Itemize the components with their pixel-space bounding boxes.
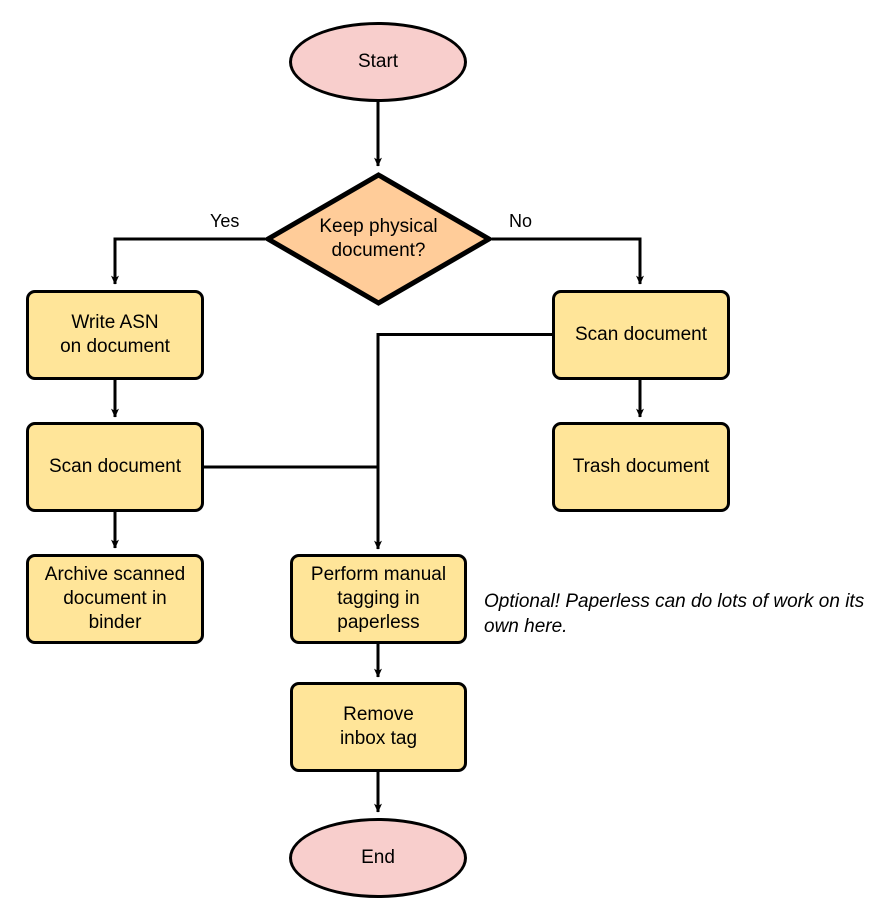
- node-keep-physical-document-label: Keep physical document?: [319, 215, 438, 261]
- node-archive-scanned-document-label: Archive scanned document in binder: [44, 563, 186, 634]
- node-start-label: Start: [357, 50, 399, 72]
- node-archive-scanned-document[interactable]: Archive scanned document in binder: [26, 554, 204, 644]
- node-scan-document-right[interactable]: Scan document: [552, 290, 730, 380]
- node-remove-inbox-tag-label: Remove inbox tag: [339, 703, 418, 749]
- edge-label-no: No: [509, 211, 533, 231]
- edge-decision-yes-to-write-asn: [111, 237, 265, 285]
- node-perform-manual-tagging-label: Perform manual tagging in paperless: [310, 563, 447, 634]
- edge-decision-no-to-scan-right: [492, 237, 644, 285]
- node-write-asn-on-document-label: Write ASN on document: [60, 311, 170, 357]
- edge-label-yes: Yes: [210, 211, 240, 231]
- diamond-shape: [265, 172, 492, 306]
- node-trash-document-label: Trash document: [572, 455, 710, 477]
- node-scan-document-left-label: Scan document: [48, 455, 182, 477]
- node-end[interactable]: End: [289, 818, 467, 898]
- node-perform-manual-tagging[interactable]: Perform manual tagging in paperless: [290, 554, 467, 644]
- node-trash-document[interactable]: Trash document: [552, 422, 730, 512]
- annotation-optional-note: Optional! Paperless can do lots of work …: [484, 591, 865, 638]
- node-start[interactable]: Start: [289, 22, 467, 102]
- node-remove-inbox-tag[interactable]: Remove inbox tag: [290, 682, 467, 772]
- edge-scan-right-to-manual-tagging: [374, 333, 552, 550]
- node-keep-physical-document[interactable]: Keep physical document?: [265, 172, 492, 306]
- node-scan-document-right-label: Scan document: [574, 323, 708, 345]
- node-write-asn-on-document[interactable]: Write ASN on document: [26, 290, 204, 380]
- node-end-label: End: [361, 846, 395, 868]
- node-scan-document-left[interactable]: Scan document: [26, 422, 204, 512]
